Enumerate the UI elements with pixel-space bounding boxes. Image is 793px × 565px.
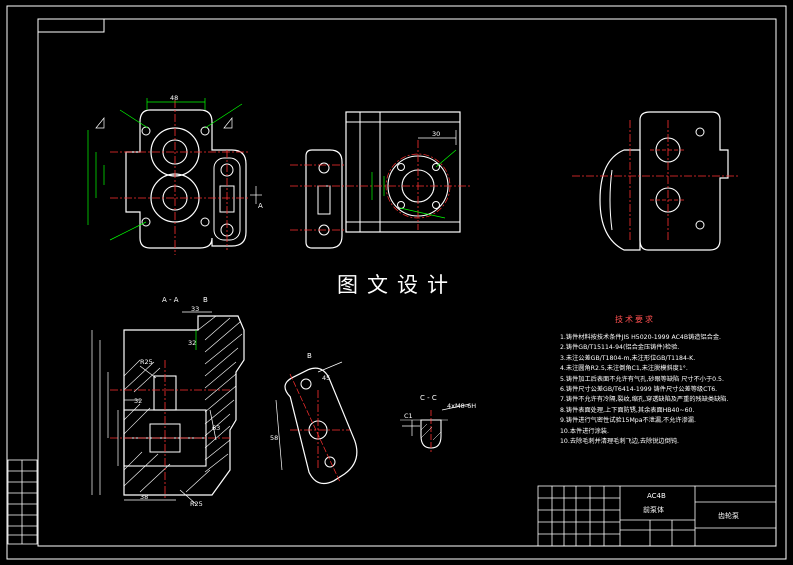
title-block xyxy=(537,485,777,547)
dim-aa-width: 33 xyxy=(191,305,199,313)
tech-requirement-item: 10.本件进行涂装. xyxy=(560,427,609,435)
dim-aa-top: 32 xyxy=(134,397,142,405)
inner-border xyxy=(37,18,777,547)
dim-aa-len: 32 xyxy=(188,339,196,347)
dim-cc-c1: C1 xyxy=(404,412,413,420)
rear-view xyxy=(572,111,740,251)
side-view xyxy=(290,111,470,249)
section-aa-label: A - A xyxy=(162,296,179,304)
dim-aa-r2: R25 xyxy=(190,500,203,508)
section-b-marker: B xyxy=(203,296,208,304)
section-cc-label: C - C xyxy=(420,394,437,402)
title-block-part: 前泵体 xyxy=(643,506,664,514)
front-view: A xyxy=(87,98,263,255)
section-cc xyxy=(400,403,471,452)
tech-requirement-item: 8.铸件表面处理,上下面防锈,其余表面HB40~60. xyxy=(560,406,695,414)
dim-aa-r: R25 xyxy=(140,358,153,366)
corner-label-box xyxy=(37,18,105,33)
tech-requirement-item: 4.未注圆角R2.5,未注倒角C1,未注脱模斜度1°. xyxy=(560,365,688,373)
watermark-text: 图文设计 xyxy=(318,266,476,304)
dim-b-len: 58 xyxy=(270,434,278,442)
dim-top-width: 48 xyxy=(170,94,178,102)
tech-requirement-item: 2.铸件GB/T15114-94(铝合金压铸件)检验. xyxy=(560,344,680,352)
title-block-material: AC4B xyxy=(647,492,666,500)
tech-requirements-title: 技术要求 xyxy=(615,315,655,324)
left-revision-blocks xyxy=(7,459,38,545)
tech-requirement-item: 5.铸件加工后表面不允许有气孔,砂眼等缺陷 尺寸不小于0.5. xyxy=(560,375,724,383)
tech-requirement-item: 7.铸件不允许有冷隔,裂纹,缩孔,穿透缺陷及严重的残缺类缺陷. xyxy=(560,396,729,404)
dim-b-angle: 45 xyxy=(322,374,330,382)
dim-cc-thread: 4xM8-6H xyxy=(447,402,476,410)
dim-aa-63: 63 xyxy=(212,424,220,432)
svg-text:A: A xyxy=(258,202,263,210)
tech-requirement-item: 6.铸件尺寸公差GB/T6414-1999 铸件尺寸公差等级CT6. xyxy=(560,386,718,394)
dim-aa-bottom: 38 xyxy=(140,493,148,501)
view-b xyxy=(275,361,358,485)
tech-requirement-item: 1.铸件材料按技术条件JIS H5020-1999 AC4B铸造铝合金. xyxy=(560,334,722,341)
dim-right-width: 30 xyxy=(432,130,440,138)
view-b-label: B xyxy=(307,352,312,360)
tech-requirement-item: 10.去除毛刺并清理毛刺飞边,去除锐边倒钝. xyxy=(560,438,679,446)
section-aa xyxy=(91,311,245,505)
title-block-school: 齿轮泵 xyxy=(718,512,739,520)
tech-requirement-item: 9.铸件进行气密性试验15Mpa不泄漏,不允许渗漏. xyxy=(560,417,696,425)
outer-border xyxy=(6,5,787,560)
tech-requirement-item: 3.未注公差GB/T1804-m,未注形位GB/T1184-K. xyxy=(560,354,696,362)
technical-requirements: 技术要求 1.铸件材料按技术条件JIS H5020-1999 AC4B铸造铝合金… xyxy=(560,314,729,447)
